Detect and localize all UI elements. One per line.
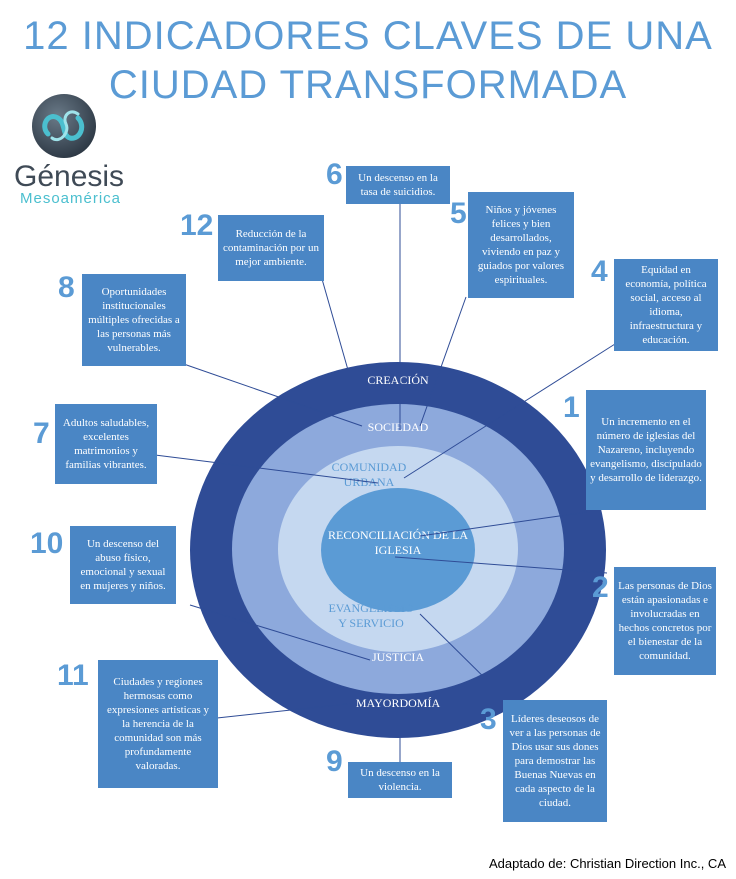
indicator-box: Las personas de Dios están apasionadas e…: [614, 567, 716, 675]
indicator-number: 5: [450, 197, 467, 230]
indicator-number: 3: [480, 703, 497, 736]
connector-11: [216, 702, 357, 719]
connector-4: [403, 343, 616, 479]
indicator-box: Un descenso en la tasa de suicidios.: [346, 166, 450, 204]
connector-3: [419, 613, 506, 699]
ring-label-sociedad: SOCIEDAD: [367, 420, 429, 434]
indicator-box: Adultos saludables, excelentes matrimoni…: [55, 404, 157, 484]
connector-2: [394, 556, 608, 574]
connector-5: [419, 296, 467, 427]
indicator-number: 1: [563, 391, 580, 424]
indicator-number: 12: [180, 209, 214, 242]
indicator-number: 8: [58, 271, 75, 304]
ring-label-creacion: CREACIÓN: [367, 373, 429, 387]
indicator-box: Líderes deseosos de ver a las personas d…: [503, 700, 607, 822]
indicator-box: Un incremento en el número de iglesias d…: [586, 390, 706, 510]
indicator-box: Equidad en economía, política social, ac…: [614, 259, 718, 351]
indicator-number: 7: [33, 417, 50, 450]
connector-10: [189, 604, 371, 661]
ring-label-evangelismo: EVANGELISMO Y SERVICIO: [328, 601, 414, 630]
infinity-knot-icon: [32, 94, 96, 158]
indicator-box: Niños y jóvenes felices y bien desarroll…: [468, 192, 574, 298]
source-credit: Adaptado de: Christian Direction Inc., C…: [488, 856, 726, 871]
ring-label-justicia: JUSTICIA: [371, 650, 424, 664]
indicator-box: Reducción de la contaminación por un mej…: [218, 215, 324, 281]
title-line-2: CIUDAD TRANSFORMADA: [108, 63, 628, 107]
connector-7: [154, 454, 379, 484]
indicator-number: 9: [326, 745, 343, 778]
indicator-box: Un descenso en la violencia.: [348, 762, 452, 798]
indicator-number: 4: [591, 255, 608, 288]
ring-label-reconciliacion: RECONCILIACIÓN DE LA IGLESIA: [328, 528, 468, 557]
indicator-number: 2: [592, 571, 609, 604]
indicator-number: 11: [57, 659, 89, 692]
connector-12: [321, 278, 349, 371]
title-line-1: 12 INDICADORES CLAVES DE UNA: [23, 14, 713, 58]
logo-subtitle: Mesoamérica: [20, 190, 122, 207]
ring-core: [321, 488, 475, 612]
connector-1: [419, 511, 588, 537]
connector-8: [177, 361, 363, 427]
logo-name: Génesis: [14, 160, 125, 193]
indicator-number: 6: [326, 158, 343, 191]
ring-label-mayordomia: MAYORDOMÍA: [355, 696, 441, 710]
indicator-box: Un descenso del abuso físico, emocional …: [70, 526, 176, 604]
indicator-box: Ciudades y regiones hermosas como expres…: [98, 660, 218, 788]
indicator-box: Oportunidades institucionales múltiples …: [82, 274, 186, 366]
indicator-number: 10: [30, 527, 64, 560]
